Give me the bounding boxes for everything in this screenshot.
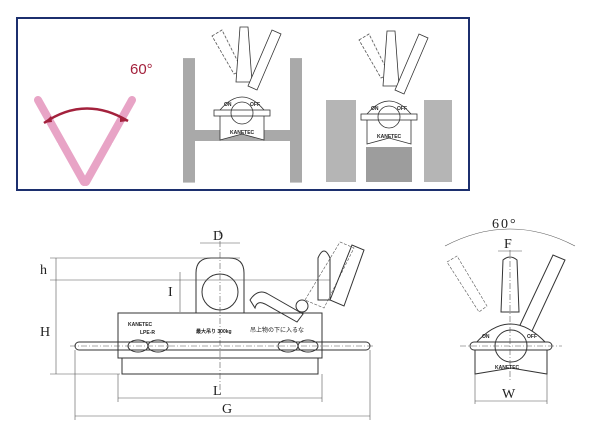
svg-text:ON: ON xyxy=(224,102,232,108)
load-label: 最大吊り 300kg xyxy=(196,328,232,335)
front-view-drawing: 60° F ON OFF KANETEC W xyxy=(444,217,576,404)
angle-label: 60° xyxy=(130,61,153,78)
brand-label: KANETEC xyxy=(128,322,153,328)
svg-text:KANETEC: KANETEC xyxy=(230,130,255,136)
h-beam-example: ON OFF KANETEC xyxy=(183,26,302,183)
front-brand: KANETEC xyxy=(495,365,520,371)
warning-label: 吊上物の下に入るな xyxy=(250,326,304,334)
front-angle-label: 60° xyxy=(492,217,518,232)
right-arm xyxy=(82,96,136,186)
dim-I: I xyxy=(168,285,173,300)
model-label: LPE-R xyxy=(140,330,155,336)
dim-G: G xyxy=(222,402,232,417)
magnet-icon: ON OFF KANETEC xyxy=(211,26,282,141)
svg-text:OFF: OFF xyxy=(250,102,260,108)
usage-panel: 60° ON OFF KANETEC xyxy=(16,17,470,191)
svg-text:OFF: OFF xyxy=(527,334,537,340)
svg-text:ON: ON xyxy=(482,334,490,340)
side-view-drawing: KANETEC LPE-R 最大吊り 300kg 吊上物の下に入るな D h H… xyxy=(40,229,374,420)
handle-angle-illustration: 60° xyxy=(34,61,153,186)
dim-F: F xyxy=(504,237,512,252)
svg-text:ON: ON xyxy=(371,106,379,112)
dim-W: W xyxy=(502,387,516,402)
dim-L: L xyxy=(213,384,222,399)
dim-H: H xyxy=(40,325,50,340)
left-arm xyxy=(34,96,88,186)
svg-text:KANETEC: KANETEC xyxy=(377,134,402,140)
dim-h: h xyxy=(40,263,47,278)
dim-D: D xyxy=(213,229,223,244)
svg-text:OFF: OFF xyxy=(397,106,407,112)
magnet-icon: ON OFF KANETEC xyxy=(358,30,429,145)
block-example: ON OFF KANETEC xyxy=(326,30,452,182)
angle-arc xyxy=(43,107,129,125)
